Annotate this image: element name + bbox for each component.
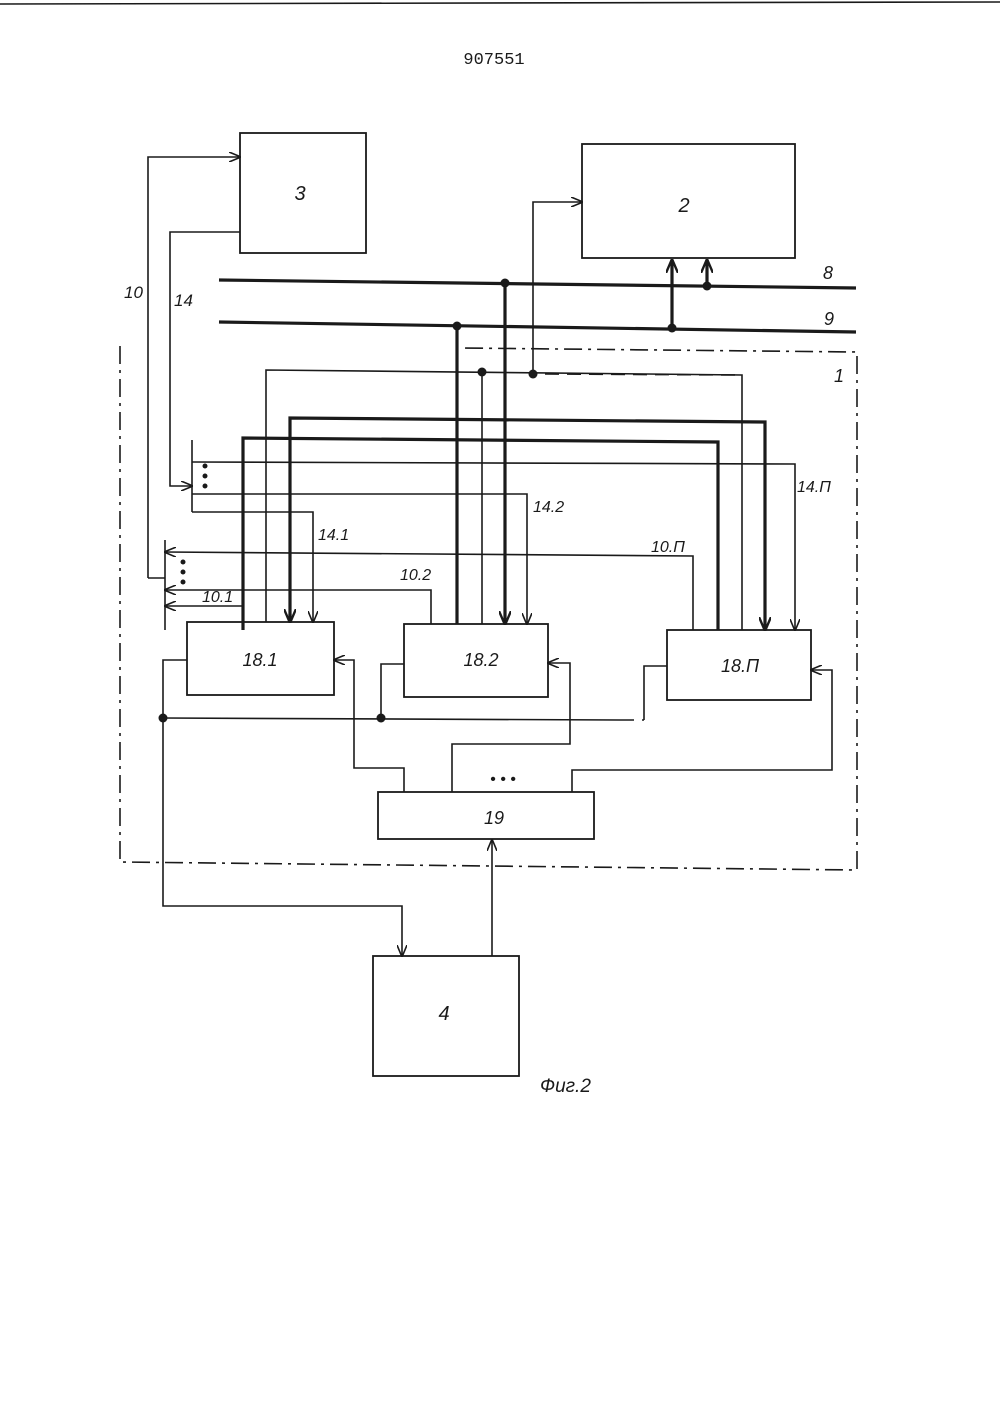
line-18-1-to-block-4 — [163, 660, 402, 956]
line-10-2-label: 10.2 — [400, 567, 431, 584]
junction-dot — [453, 322, 462, 331]
line-14-label: 14 — [174, 291, 193, 310]
block-19-label: 19 — [484, 808, 504, 828]
page-border-line — [0, 2, 1000, 4]
line-14-n-label: 14.П — [797, 479, 831, 496]
block-2-label: 2 — [677, 195, 689, 217]
block-19-ellipsis: • • • — [490, 771, 516, 788]
ellipsis-dot — [181, 560, 186, 565]
junction-dot — [668, 324, 677, 333]
common-line-18-n — [644, 666, 667, 720]
junction-dot — [703, 282, 712, 291]
block-18-n-label: 18.П — [721, 656, 760, 676]
junction-dot — [501, 279, 510, 288]
line-10-1-label: 10.1 — [202, 589, 233, 606]
figure-caption: Фиг.2 — [540, 1076, 591, 1097]
bus-9 — [219, 322, 856, 332]
bus-8-label: 8 — [823, 263, 833, 283]
block-18-1-label: 18.1 — [242, 650, 277, 670]
patent-number: 907551 — [463, 51, 524, 70]
line-19-to-18-n — [572, 670, 832, 792]
bus-9-label: 9 — [824, 309, 834, 329]
block-18-2-label: 18.2 — [463, 650, 498, 670]
line-10 — [148, 157, 240, 578]
line-10-1 — [165, 606, 243, 622]
ellipsis-dot — [203, 464, 208, 469]
common-line — [163, 718, 620, 720]
line-14 — [170, 232, 240, 486]
line-10-n-label: 10.П — [651, 539, 685, 556]
bus-8 — [219, 280, 856, 288]
block-3-label: 3 — [294, 183, 305, 205]
line-14-1-label: 14.1 — [318, 527, 349, 544]
line-14-n — [192, 462, 795, 630]
common-line-18-2 — [381, 664, 404, 718]
line-14-2-label: 14.2 — [533, 499, 564, 516]
ellipsis-dot — [181, 570, 186, 575]
ellipsis-dot — [203, 484, 208, 489]
line-19-to-18-1 — [334, 660, 404, 792]
line-10-label: 10 — [124, 283, 143, 302]
bus-b-18-1-18-n — [243, 438, 718, 630]
dashed-continuation — [545, 374, 740, 375]
ellipsis-dot — [203, 474, 208, 479]
block-4-label: 4 — [438, 1003, 449, 1025]
unit-1-label: 1 — [834, 366, 844, 386]
ellipsis-dot — [181, 580, 186, 585]
